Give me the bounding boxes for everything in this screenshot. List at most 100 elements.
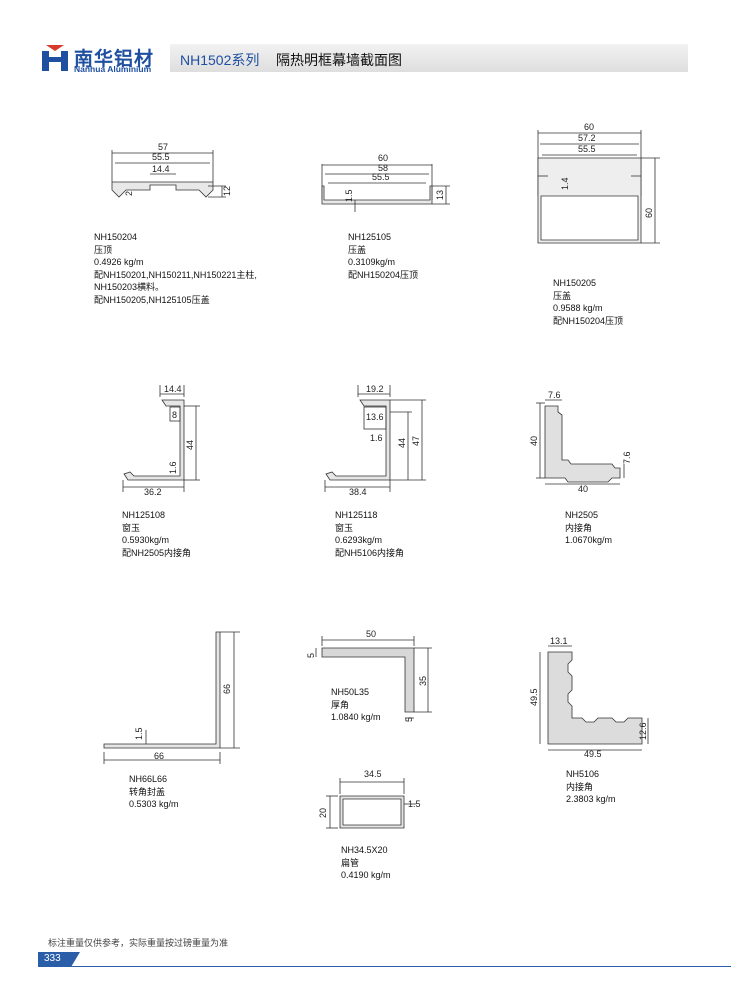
dim-label: 35 — [418, 676, 428, 686]
profile-info-nh50l35: NH50L35 厚角 1.0840 kg/m — [331, 686, 381, 724]
profile-info-nh150204: NH150204 压顶 0.4926 kg/m 配NH150201,NH1502… — [94, 231, 257, 306]
brand-name-en: Nanhua Aluminium — [74, 64, 152, 74]
profile-name: 压顶 — [94, 244, 113, 255]
dim-label: 40 — [578, 484, 588, 494]
profile-name: 内接角 — [566, 781, 594, 792]
dim-label: 13.1 — [550, 636, 568, 646]
dim-label: 7.6 — [548, 390, 561, 400]
profile-drawing-nh125105 — [321, 164, 450, 212]
dim-label: 12.6 — [638, 722, 648, 740]
dim-label: 49.5 — [529, 688, 539, 706]
profile-code: NH5106 — [566, 769, 600, 779]
profile-info-nh150205: NH150205 压盖 0.9588 kg/m 配NH150204压顶 — [553, 277, 623, 327]
footer-divider — [38, 966, 731, 967]
dim-label: 13.6 — [366, 412, 384, 422]
dim-label: 1.4 — [560, 177, 570, 190]
profile-code: NH2505 — [565, 510, 599, 520]
profile-info-nh125108: NH125108 窗玉 0.5930kg/m 配NH2505内接角 — [122, 509, 191, 559]
dim-label: 5 — [306, 653, 316, 658]
dim-label: 47 — [411, 436, 421, 446]
dim-label: 40 — [529, 436, 539, 446]
dim-label: 20 — [318, 808, 328, 818]
profile-drawing-nh125118 — [324, 385, 426, 492]
dim-label: 14.4 — [152, 164, 170, 174]
dim-label: 1.5 — [408, 799, 421, 809]
profile-weight: 1.0670kg/m — [565, 535, 613, 545]
profile-name: 转角封盖 — [129, 786, 166, 797]
profile-note: 配NH150204压顶 — [553, 315, 624, 326]
dim-label: 38.4 — [349, 487, 367, 497]
nanhua-logo-icon — [42, 45, 68, 71]
dim-label: 57 — [158, 142, 168, 152]
dim-label: 1.6 — [370, 433, 383, 443]
dim-label: 1.6 — [168, 461, 178, 474]
profile-drawing-nh66l66 — [103, 631, 240, 764]
page-number-tab — [38, 952, 80, 966]
dim-label: 49.5 — [584, 749, 602, 759]
profile-code: NH150205 — [553, 278, 597, 288]
dim-label: 7.6 — [622, 451, 632, 464]
profile-weight: 0.6293kg/m — [335, 535, 383, 545]
profile-weight: 1.0840 kg/m — [331, 712, 381, 722]
dim-label: 57.2 — [578, 133, 596, 143]
profile-weight: 0.5930kg/m — [122, 535, 170, 545]
dim-label: 44 — [397, 438, 407, 448]
profile-weight: 2.3803 kg/m — [566, 794, 616, 804]
dim-label: 34.5 — [364, 769, 382, 779]
dim-label: 55.5 — [152, 152, 170, 162]
profile-drawing-nh50l35 — [315, 636, 432, 719]
weight-disclaimer: 标注重量仅供参考，实际重量按过磅重量为准 — [48, 938, 229, 948]
profile-weight: 0.5303 kg/m — [129, 799, 179, 809]
profile-drawing-nh125108 — [122, 385, 200, 492]
brand-name-cn: 南华铝材 — [74, 49, 155, 70]
profile-drawing-nh150204 — [111, 150, 226, 198]
profile-name: 压盖 — [348, 244, 367, 255]
profile-info-nh34-5x20: NH34.5X20 扁管 0.4190 kg/m — [341, 844, 391, 882]
profile-drawing-nh5106 — [539, 645, 649, 751]
profile-code: NH50L35 — [331, 687, 370, 697]
profile-info-nh5106: NH5106 内接角 2.3803 kg/m — [566, 768, 616, 806]
dim-label: 66 — [154, 751, 164, 761]
profile-weight: 0.4190 kg/m — [341, 870, 391, 880]
dim-label: 55.5 — [578, 144, 596, 154]
profile-name: 内接角 — [565, 522, 593, 533]
profile-note: 配NH2505内接角 — [122, 547, 192, 558]
page-title: 隔热明框幕墙截面图 — [276, 52, 402, 68]
series-label: NH1502系列 — [180, 52, 260, 68]
dim-label: 5 — [404, 717, 414, 722]
profile-code: NH66L66 — [129, 774, 168, 784]
profile-code: NH125118 — [335, 510, 378, 520]
profile-drawing-nh2505 — [536, 399, 625, 485]
profile-drawing-nh34-5x20 — [326, 778, 416, 829]
profile-name: 厚角 — [331, 699, 350, 710]
dim-label: 36.2 — [144, 487, 162, 497]
profile-note: 配NH150205,NH125105压盖 — [94, 294, 210, 305]
dim-label: 19.2 — [366, 384, 384, 394]
dim-label: 44 — [185, 440, 195, 450]
profile-name: 窗玉 — [335, 522, 354, 533]
dim-label: 58 — [378, 163, 388, 173]
profile-info-nh125118: NH125118 窗玉 0.6293kg/m 配NH5106内接角 — [335, 509, 404, 559]
profile-note: 配NH150204压顶 — [348, 269, 419, 280]
dim-label: 66 — [222, 684, 232, 694]
header-bar — [170, 44, 688, 72]
dim-label: 8 — [172, 410, 177, 420]
page-number: 333 — [44, 953, 61, 964]
dim-label: 60 — [584, 122, 594, 132]
profile-note: 配NH5106内接角 — [335, 547, 405, 558]
profile-code: NH125108 — [122, 510, 166, 520]
dim-label: 60 — [644, 208, 654, 218]
dim-label: 1.5 — [344, 189, 354, 202]
dim-label: 12 — [222, 186, 232, 196]
profile-weight: 0.9588 kg/m — [553, 303, 603, 313]
profile-name: 扁管 — [341, 857, 360, 868]
profile-weight: 0.4926 kg/m — [94, 257, 144, 267]
dim-label: 13 — [435, 190, 445, 200]
dim-label: 2 — [124, 191, 134, 196]
profile-info-nh125105: NH125105 压盖 0.3109kg/m 配NH150204压顶 — [348, 231, 418, 281]
dim-label: 50 — [366, 629, 376, 639]
profile-info-nh66l66: NH66L66 转角封盖 0.5303 kg/m — [129, 773, 179, 811]
profile-name: 压盖 — [553, 290, 572, 301]
dim-label: 1.5 — [134, 727, 144, 740]
